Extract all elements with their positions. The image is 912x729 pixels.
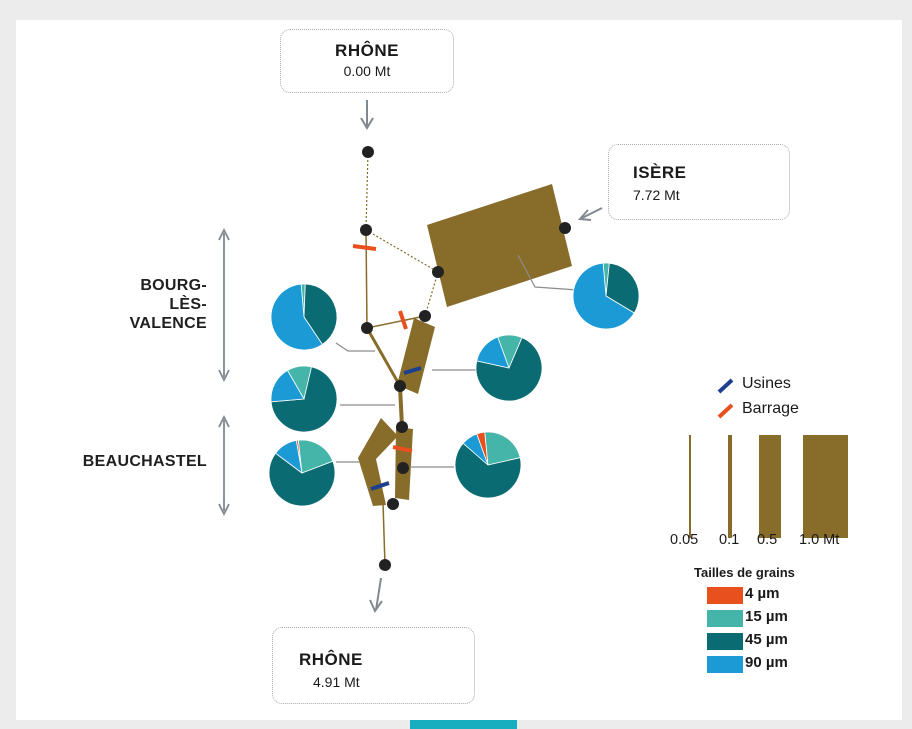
grain-45um-swatch	[707, 633, 743, 650]
node-dot	[432, 266, 444, 278]
flux-scale-10	[803, 435, 848, 538]
node-dot	[396, 421, 408, 433]
rhone-in-arrow	[360, 100, 374, 130]
isere-arrow	[577, 207, 603, 221]
node-dot	[360, 224, 372, 236]
grain-4um-label: 4 µm	[745, 585, 780, 602]
beauchastel-label: BEAUCHASTEL	[82, 453, 207, 470]
legend-graphics	[689, 378, 848, 538]
figure-tab	[410, 720, 517, 729]
grain-4um-swatch	[707, 587, 743, 604]
pie-slice	[270, 369, 305, 403]
usine-marker	[403, 366, 422, 375]
barrage-legend-icon	[717, 403, 734, 419]
node-dot	[379, 559, 391, 571]
rhone-inflow-title: RHÔNE	[335, 41, 399, 60]
flux-size-label: 0.5	[757, 532, 778, 548]
bourg-les-valence-label: BOURG- LÈS- VALENCE	[100, 276, 207, 333]
grain-15um-swatch	[707, 610, 743, 627]
beauchastel-range-arrow	[218, 414, 230, 517]
pie-bourg-right	[475, 334, 543, 402]
node-dot	[394, 380, 406, 392]
pie-slice	[484, 431, 521, 466]
grain-15um-label: 15 µm	[745, 608, 788, 625]
isere-box: ISÈRE 7.72 Mt	[608, 144, 790, 220]
node-dot	[361, 322, 373, 334]
legend-panel: Usines Barrage 0.05 0.1 0.5 1.0 Mt Taill…	[642, 355, 878, 705]
rhone-inflow-box: RHÔNE 0.00 Mt	[280, 29, 454, 93]
flux-scale-05	[759, 435, 781, 538]
bourg-label-line1: BOURG-	[140, 277, 207, 294]
node-dot	[559, 222, 571, 234]
pie-slice	[270, 283, 323, 351]
pie-bourg-lower	[270, 365, 338, 433]
barrage-legend-label: Barrage	[742, 400, 799, 417]
pie-slice	[462, 433, 489, 466]
flux-size-label: 1.0 Mt	[799, 532, 840, 548]
isere-title: ISÈRE	[633, 163, 687, 182]
bourg-range-arrow	[218, 227, 230, 383]
grain-90um-label: 90 µm	[745, 654, 788, 671]
flux-scale-01	[728, 435, 732, 538]
network-nodes	[360, 146, 571, 571]
flux-size-label: 0.05	[670, 532, 699, 548]
bourg-label-line2: LÈS-	[169, 296, 207, 313]
flux-size-label: 0.1	[719, 532, 740, 548]
rhone-outflow-value: 4.91 Mt	[313, 674, 360, 690]
grain-45um-label: 45 µm	[745, 631, 788, 648]
flux-blocks	[358, 184, 572, 506]
isere-value: 7.72 Mt	[633, 187, 680, 203]
node-dot	[362, 146, 374, 158]
beauchastel-left-block	[358, 418, 398, 506]
barrage-marker	[352, 244, 377, 251]
barrage-marker	[398, 310, 408, 330]
network-links	[365, 151, 439, 566]
isere-flux-block	[427, 184, 572, 307]
node-dot	[397, 462, 409, 474]
flux-scale-005	[689, 435, 691, 538]
rhone-outflow-box: RHÔNE 4.91 Mt	[272, 627, 475, 704]
pie-slice	[476, 336, 510, 369]
rhone-out-arrow	[369, 577, 383, 614]
rhone-inflow-value: 0.00 Mt	[343, 63, 391, 79]
barrage-markers	[352, 244, 413, 453]
barrage-marker	[392, 445, 413, 453]
pie-slice	[454, 442, 522, 499]
usine-legend-icon	[717, 378, 734, 394]
grain-90um-swatch	[707, 656, 743, 673]
usine-marker	[370, 481, 390, 491]
usine-markers	[370, 366, 422, 491]
node-dot	[419, 310, 431, 322]
bourg-label-line3: VALENCE	[129, 315, 207, 332]
pie-beau-left	[268, 439, 336, 507]
grain-size-title: Tailles de grains	[694, 565, 795, 580]
inflow-arrows	[360, 100, 603, 614]
pie-slice	[275, 440, 303, 474]
pie-slice	[572, 262, 635, 330]
pie-beau-right	[454, 431, 522, 499]
rhone-outflow-title: RHÔNE	[299, 650, 363, 669]
pie-isere-deposit	[572, 262, 640, 330]
reach-arrows	[218, 227, 230, 517]
pie-bourg-upper	[270, 283, 338, 351]
node-dot	[387, 498, 399, 510]
pie-slice	[268, 452, 336, 507]
pie-leader-lines	[335, 254, 579, 468]
pie-slice	[475, 337, 543, 402]
usines-legend-label: Usines	[742, 375, 791, 392]
bourg-flux-block	[397, 318, 435, 394]
pie-slice	[297, 439, 334, 474]
